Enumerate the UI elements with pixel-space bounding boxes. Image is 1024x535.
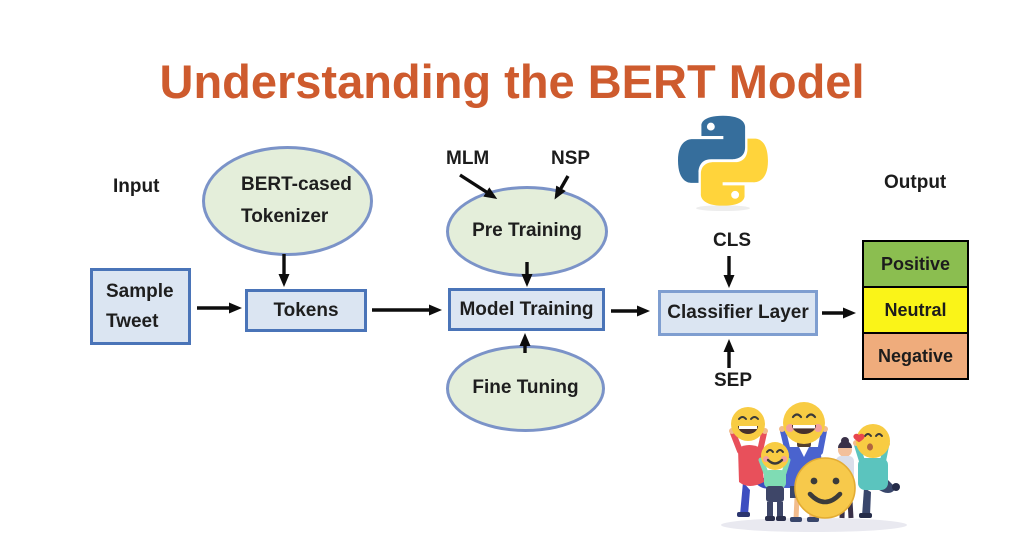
- output-label: Output: [884, 172, 947, 193]
- fine-tuning-label: Fine Tuning: [472, 377, 579, 399]
- model-training-label: Model Training: [459, 298, 594, 320]
- output-stack: Positive Neutral Negative: [862, 240, 969, 380]
- tokenizer-ellipse: BERT-cased Tokenizer: [202, 146, 373, 256]
- output-positive: Positive: [862, 240, 969, 288]
- sep-label: SEP: [714, 370, 753, 391]
- sample-tweet-box: Sample Tweet: [90, 268, 191, 345]
- tokens-box: Tokens: [245, 289, 367, 332]
- python-logo-icon: [678, 115, 768, 212]
- mlm-label: MLM: [446, 148, 490, 169]
- fine-tuning-ellipse: Fine Tuning: [446, 345, 605, 432]
- page-title: Understanding the BERT Model: [159, 55, 865, 108]
- classifier-layer-label: Classifier Layer: [667, 302, 809, 324]
- sample-tweet-line2: Tweet: [106, 310, 159, 332]
- tokenizer-line1: BERT-cased: [241, 173, 352, 195]
- cls-label: CLS: [713, 230, 751, 251]
- nsp-label: NSP: [551, 148, 591, 169]
- pre-training-ellipse: Pre Training: [446, 186, 608, 277]
- tokenizer-line2: Tokenizer: [241, 206, 329, 227]
- pre-training-label: Pre Training: [472, 220, 582, 242]
- input-label: Input: [113, 176, 160, 197]
- output-neutral: Neutral: [862, 286, 969, 334]
- output-negative: Negative: [862, 332, 969, 380]
- model-training-box: Model Training: [448, 288, 605, 331]
- people-emoji-illustration: [721, 402, 907, 532]
- classifier-layer-box: Classifier Layer: [658, 290, 818, 336]
- sample-tweet-line1: Sample: [106, 281, 174, 303]
- tokens-label: Tokens: [273, 299, 339, 321]
